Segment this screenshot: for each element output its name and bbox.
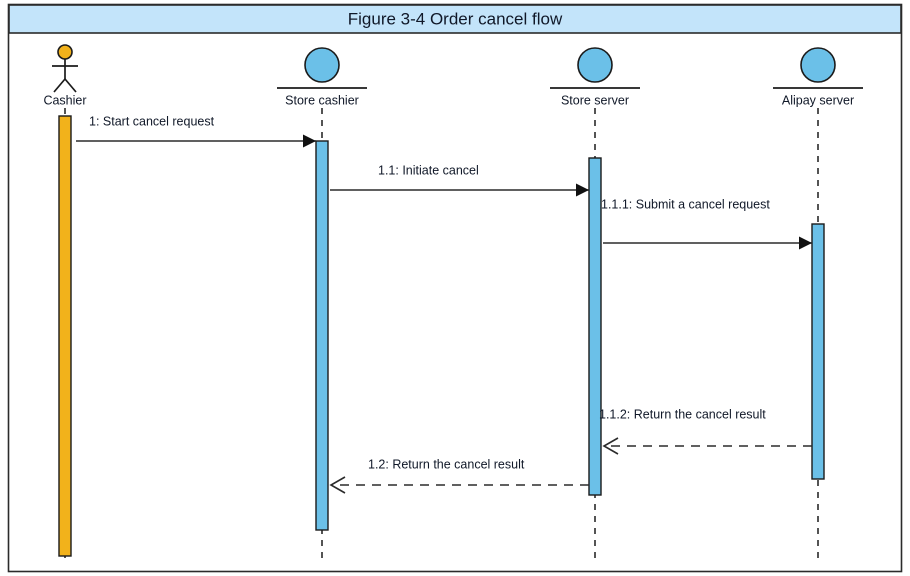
participant-store-server[interactable] bbox=[550, 47, 640, 89]
stick-figure-leg-left-icon bbox=[53, 78, 66, 93]
message-label-1-1-1: 1.1.1: Submit a cancel request bbox=[601, 197, 770, 211]
message-label-1-2: 1.2: Return the cancel result bbox=[368, 457, 525, 471]
diagram-frame-border bbox=[7, 3, 903, 573]
circle-lifeline-icon bbox=[304, 47, 340, 83]
page-title: Figure 3-4 Order cancel flow bbox=[348, 9, 563, 28]
participant-label-cashier: Cashier bbox=[43, 93, 86, 107]
arrowhead-filled-1-1-1 bbox=[799, 236, 812, 250]
message-1-1[interactable]: 1.1: Initiate cancel bbox=[330, 163, 589, 197]
circle-lifeline-icon bbox=[577, 47, 613, 83]
message-label-1-1: 1.1: Initiate cancel bbox=[378, 163, 479, 177]
message-1-1-2[interactable]: 1.1.2: Return the cancel result bbox=[599, 407, 812, 455]
activation-bar-alipay-server[interactable] bbox=[811, 223, 825, 480]
message-1-2[interactable]: 1.2: Return the cancel result bbox=[329, 457, 589, 494]
activation-bar-store-cashier[interactable] bbox=[315, 140, 329, 531]
arrowhead-open-1-1-2 bbox=[602, 437, 619, 455]
participant-alipay-server[interactable] bbox=[773, 47, 863, 89]
activation-bar-store-server[interactable] bbox=[588, 157, 602, 496]
participant-label-store-cashier: Store cashier bbox=[285, 93, 359, 107]
stick-figure-head-icon bbox=[57, 44, 73, 60]
circle-lifeline-icon bbox=[800, 47, 836, 83]
diagram-title-band bbox=[8, 4, 902, 34]
participant-label-alipay-server: Alipay server bbox=[782, 93, 854, 107]
message-label-1-1-2: 1.1.2: Return the cancel result bbox=[599, 407, 766, 421]
arrowhead-filled-1-1 bbox=[576, 183, 589, 197]
message-1-1-1[interactable]: 1.1.1: Submit a cancel request bbox=[601, 197, 812, 250]
activation-bars-layer bbox=[58, 115, 825, 557]
messages-layer: 1: Start cancel request 1.1: Initiate can… bbox=[76, 114, 812, 494]
lifeline-heads-layer: Cashier Store cashier Store server Alipay s… bbox=[43, 44, 863, 107]
message-1[interactable]: 1: Start cancel request bbox=[76, 114, 316, 148]
participant-store-cashier[interactable] bbox=[277, 47, 367, 89]
actor-cashier[interactable] bbox=[52, 44, 78, 93]
activation-bar-cashier[interactable] bbox=[58, 115, 72, 557]
arrowhead-open-1-2 bbox=[329, 476, 346, 494]
participant-label-store-server: Store server bbox=[561, 93, 629, 107]
stick-figure-leg-right-icon bbox=[64, 78, 77, 93]
message-label-1: 1: Start cancel request bbox=[89, 114, 215, 128]
arrowhead-filled-1 bbox=[303, 134, 316, 148]
